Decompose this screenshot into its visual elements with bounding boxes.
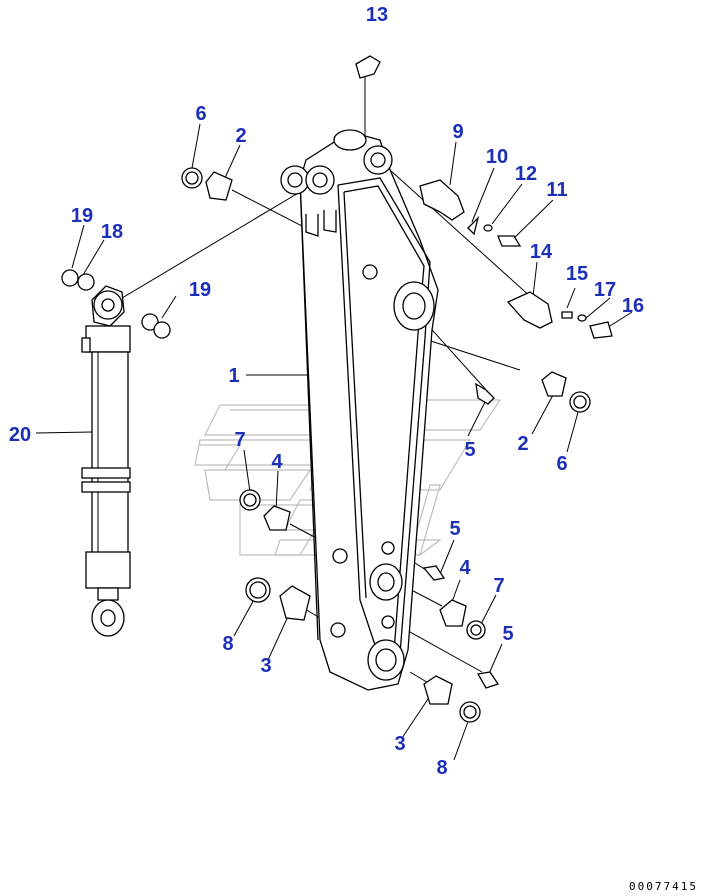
bushing-3-left (279, 585, 311, 621)
label-8: 8 (436, 757, 447, 779)
label-7: 7 (234, 429, 245, 451)
hydraulic-cylinder (81, 285, 131, 637)
label-8: 8 (222, 633, 233, 655)
label-3: 3 (394, 733, 405, 755)
label-19: 19 (71, 205, 93, 227)
label-17: 17 (594, 279, 616, 301)
bolt-16 (589, 321, 613, 339)
label-6: 6 (556, 453, 567, 475)
label-13: 13 (366, 4, 388, 26)
arm-body (280, 129, 439, 691)
shim-13 (355, 55, 381, 79)
label-18: 18 (101, 221, 123, 243)
small-parts (61, 55, 613, 723)
seal-7-right (466, 620, 486, 640)
label-6: 6 (195, 103, 206, 125)
label-4: 4 (459, 557, 471, 579)
part-callouts: 13 6 2 9 10 12 11 19 18 19 14 15 17 16 1… (9, 4, 644, 779)
label-11: 11 (546, 179, 567, 201)
grease-fitting-5-top (475, 382, 495, 405)
shim-18 (77, 273, 95, 291)
label-2: 2 (517, 433, 528, 455)
label-5: 5 (449, 518, 460, 540)
washer-17 (577, 314, 587, 322)
bushing-4-right (439, 599, 467, 627)
shim-19-right (141, 313, 159, 331)
label-5: 5 (464, 439, 475, 461)
label-12: 12 (515, 163, 537, 185)
label-3: 3 (260, 655, 271, 677)
label-7: 7 (493, 575, 504, 597)
bushing-2-top (205, 171, 233, 201)
bolt-15 (561, 311, 573, 319)
label-14: 14 (530, 241, 553, 263)
bushing-2-right (541, 371, 567, 397)
seal-7-left (239, 489, 261, 511)
label-20: 20 (9, 424, 31, 446)
cotter-10 (467, 215, 480, 236)
label-4: 4 (271, 451, 283, 473)
pin-9 (419, 179, 465, 221)
bushing-4-left (263, 505, 291, 531)
washer-12 (483, 224, 493, 232)
label-19: 19 (189, 279, 211, 301)
label-16: 16 (622, 295, 644, 317)
grease-fitting-5-mid (422, 565, 446, 581)
shim-19-left (61, 269, 79, 287)
bolt-11 (497, 235, 522, 247)
label-9: 9 (452, 121, 463, 143)
seal-8-right (459, 701, 481, 723)
label-10: 10 (486, 146, 508, 168)
seal-6-right (569, 391, 591, 413)
seal-6-top (181, 167, 203, 189)
bushing-3-right (423, 675, 453, 705)
document-number: 00077415 (629, 880, 698, 893)
pin-14 (506, 291, 553, 329)
label-2: 2 (235, 125, 246, 147)
label-15: 15 (566, 263, 588, 285)
label-5: 5 (502, 623, 513, 645)
label-1: 1 (228, 365, 239, 387)
grease-fitting-5-bottom (476, 671, 500, 689)
